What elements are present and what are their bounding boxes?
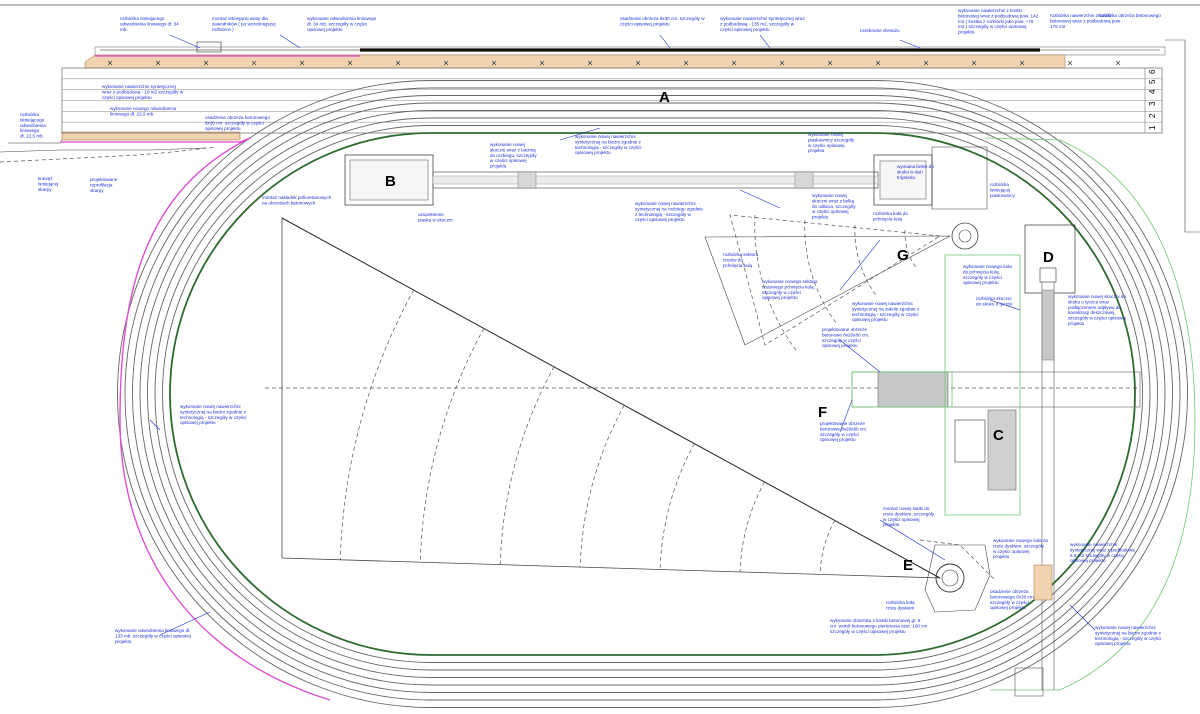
leader-lines [149, 34, 1096, 636]
lane-2: 2 [1148, 113, 1157, 118]
note-e-6: wykonanie zbiornika z kostki betonowej g… [830, 618, 927, 634]
straight-A [61, 67, 1163, 134]
discus-E [919, 539, 996, 613]
paving-strip [84, 54, 1066, 69]
throwing-sector-F [265, 217, 1141, 579]
label-C: C [993, 427, 1004, 444]
running-track [117, 80, 1196, 708]
note-top-6: rozebranie drenażu [860, 28, 900, 33]
label-B: B [385, 173, 396, 190]
label-F: F [818, 404, 827, 421]
label-D: D [1043, 249, 1054, 266]
note-top-9: rozbiórka obrzeża betonowego [1098, 13, 1161, 18]
shot-put-G [704, 214, 979, 352]
lane-3: 3 [1148, 101, 1157, 106]
long-jump-B [344, 146, 988, 210]
lane-6: 6 [1148, 69, 1157, 74]
label-E: E [903, 557, 913, 574]
lane-4: 4 [1148, 89, 1157, 94]
infield [169, 132, 1136, 656]
label-G: G [897, 247, 909, 264]
pole-vault-D-C [944, 224, 1076, 697]
lane-numbers: 1 2 3 4 5 6 [1148, 69, 1157, 130]
lane-1: 1 [1148, 125, 1157, 130]
pink-boundary [119, 137, 331, 701]
label-A: A [659, 89, 670, 106]
lane-5: 5 [1148, 79, 1157, 84]
top-zone [0, 4, 1200, 233]
note-bottom-left: wykonanie odwodnienia liniowego dł.133 m… [115, 628, 191, 644]
green-boundary [984, 137, 1196, 691]
